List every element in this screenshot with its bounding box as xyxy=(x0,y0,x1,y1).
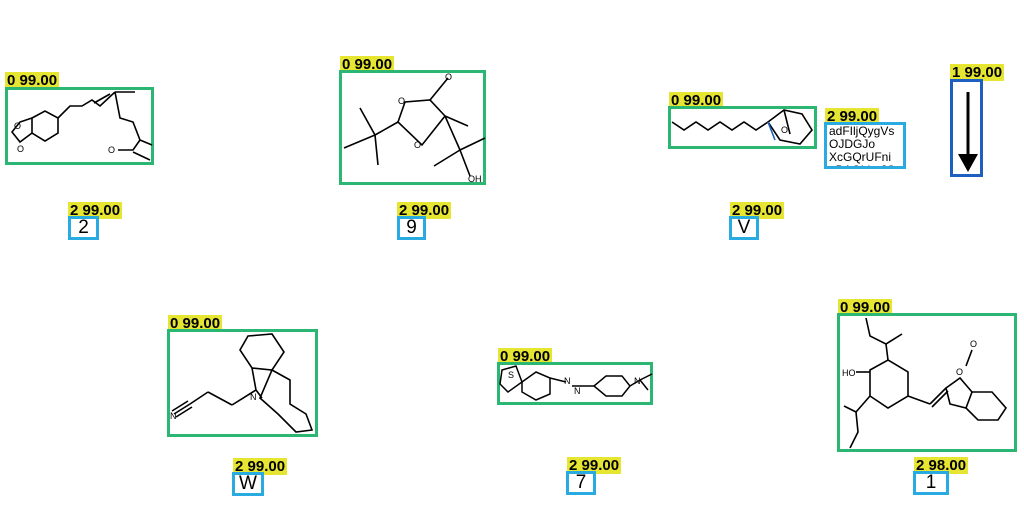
label-box[interactable]: 7 xyxy=(566,471,596,495)
label-box[interactable]: 1 xyxy=(913,471,949,495)
label-box[interactable]: 2 xyxy=(68,216,99,240)
molecule-box[interactable] xyxy=(837,313,1017,452)
molecule-box[interactable] xyxy=(497,362,653,405)
label-text: 2 xyxy=(78,217,89,238)
detection-tag: 2 99.00 xyxy=(730,202,785,219)
detection-tag: 0 99.00 xyxy=(168,315,223,332)
molecule-box[interactable] xyxy=(668,106,817,149)
label-text: 9 xyxy=(406,217,417,238)
detection-tag: 1 99.00 xyxy=(950,64,1005,81)
molecule-box[interactable] xyxy=(339,70,486,185)
detection-tag: 0 99.00 xyxy=(669,92,724,109)
detection-tag: 2 99.00 xyxy=(567,457,622,474)
down-arrow-icon xyxy=(958,92,978,172)
arrow-box[interactable] xyxy=(950,79,983,177)
molecule-box[interactable] xyxy=(167,329,318,437)
molecule-box[interactable] xyxy=(5,87,154,165)
detection-tag: 0 99.00 xyxy=(838,299,893,316)
detection-tag: 2 98.00 xyxy=(914,457,969,474)
detection-tag: 0 99.00 xyxy=(5,72,60,89)
detection-tag: 2 99.00 xyxy=(825,108,880,125)
label-text: V xyxy=(737,217,751,238)
detection-tag: 0 99.00 xyxy=(340,56,395,73)
label-text: 7 xyxy=(575,472,587,493)
detection-tag: 0 99.00 xyxy=(498,348,553,365)
label-box[interactable]: W xyxy=(232,472,264,496)
label-box[interactable]: adFIljQygVs OJDGJo XcGQrUFni aBAOlrknJG xyxy=(824,122,906,169)
detection-tag: 2 99.00 xyxy=(68,202,123,219)
label-text: 1 xyxy=(925,472,937,493)
detection-tag: 2 99.00 xyxy=(233,458,288,475)
label-text: adFIljQygVs OJDGJo XcGQrUFni aBAOlrknJG xyxy=(829,125,896,166)
detection-tag: 2 99.00 xyxy=(397,202,452,219)
label-box[interactable]: V xyxy=(729,216,759,240)
label-box[interactable]: 9 xyxy=(397,216,426,240)
label-text: W xyxy=(239,473,257,494)
